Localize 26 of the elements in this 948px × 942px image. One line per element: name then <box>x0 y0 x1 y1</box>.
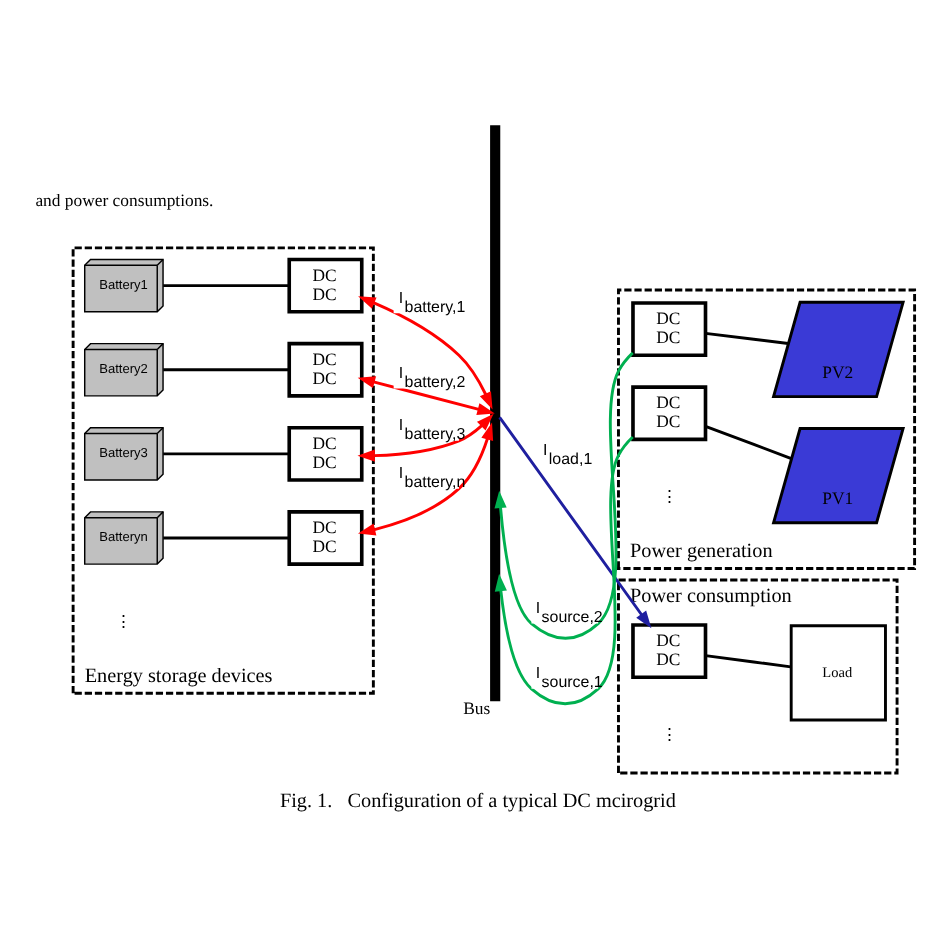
arrow <box>493 350 633 639</box>
node-box: DC DC <box>286 424 363 481</box>
node-box: DC DC <box>286 509 363 565</box>
label: ⋮ <box>659 722 678 743</box>
node-box: DC DC <box>286 340 363 397</box>
connector <box>704 330 788 344</box>
label: ⋮ <box>114 609 133 630</box>
connector <box>704 423 791 459</box>
arrow <box>497 415 651 628</box>
connector <box>162 535 288 539</box>
node-box: DC DC <box>630 384 707 441</box>
connector <box>704 653 790 668</box>
caption: Fig. 1. Configuration of a typical DC mcirogrid <box>278 789 675 812</box>
arrow <box>357 295 492 409</box>
node-box: DC DC <box>630 622 707 679</box>
node-label: Bus <box>462 697 490 718</box>
connector <box>162 367 288 371</box>
node-box: DC DC <box>630 300 707 357</box>
connector <box>162 283 288 287</box>
label: ⋮ <box>659 484 678 505</box>
node-box <box>489 124 500 701</box>
node-box: DC DC <box>286 256 363 313</box>
connector <box>162 451 288 455</box>
arrow <box>356 375 494 415</box>
label: and power consumptions. <box>34 188 213 209</box>
arrow <box>357 421 493 535</box>
